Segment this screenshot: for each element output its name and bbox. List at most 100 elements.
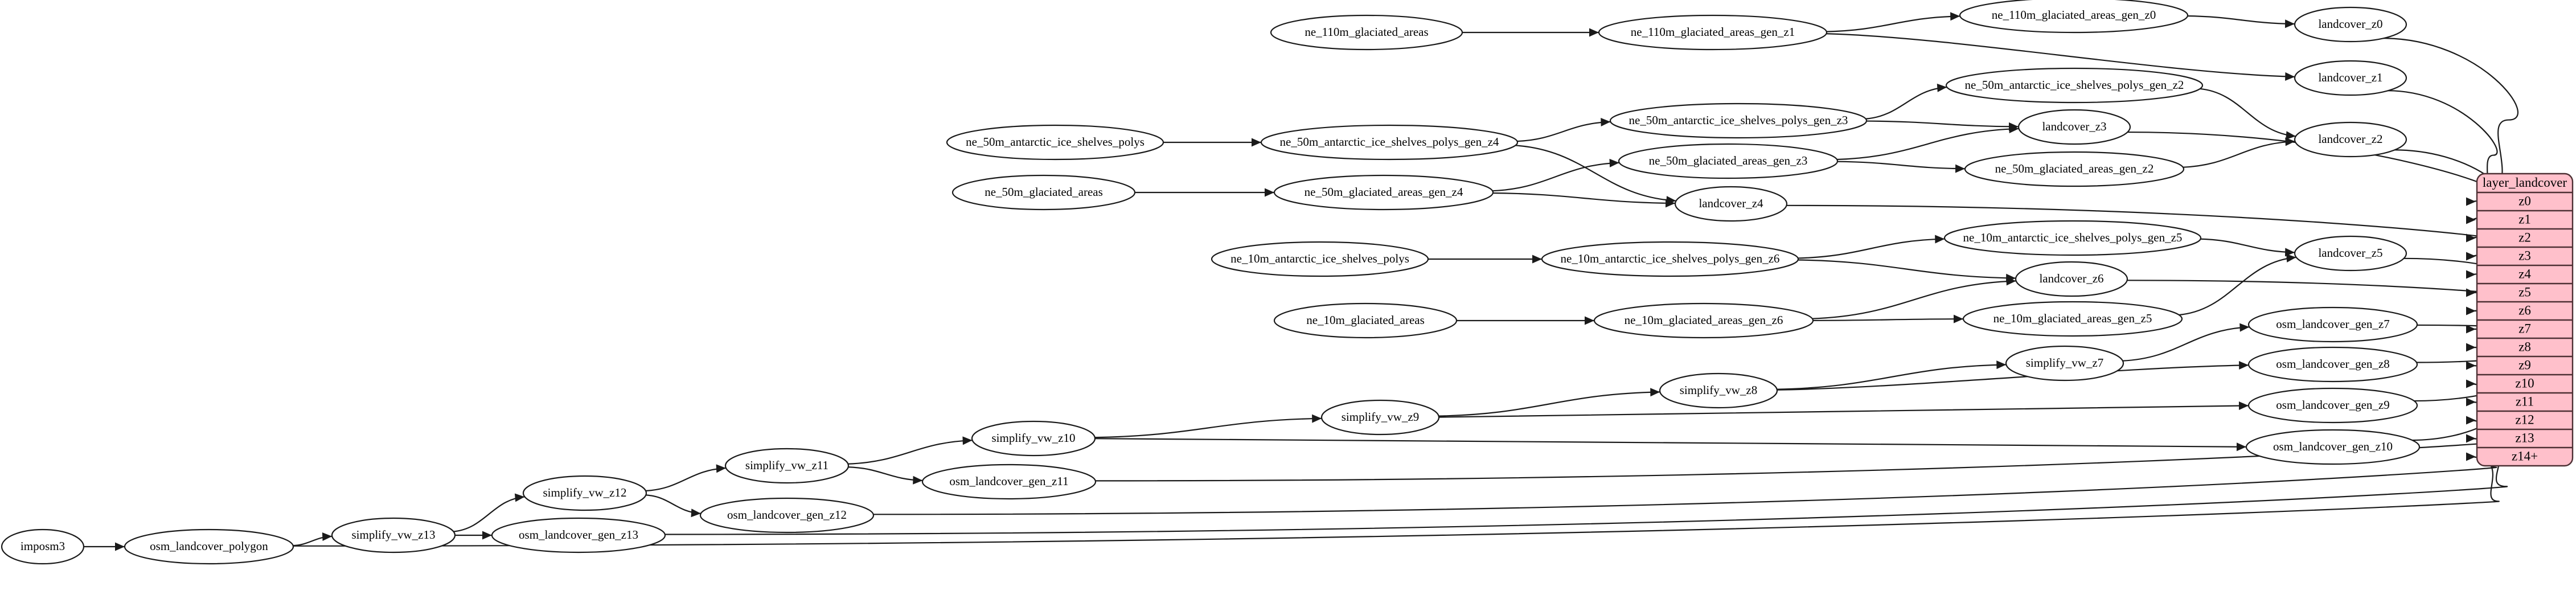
record-row-z1[interactable]: z1 [2518, 212, 2531, 226]
edge-arrowhead [322, 532, 333, 542]
graph-node-ne_10m_glaciated_areas_gen_z5[interactable]: ne_10m_glaciated_areas_gen_z5 [1962, 301, 2183, 337]
edge-path [1514, 145, 1676, 202]
edge-arrowhead [2466, 233, 2476, 243]
edge-arrowhead [2285, 72, 2295, 81]
record-row-z8[interactable]: z8 [2518, 339, 2531, 354]
graph-node-osm_landcover_gen_z8[interactable]: osm_landcover_gen_z8 [2247, 346, 2418, 383]
node-label: landcover_z3 [2042, 120, 2106, 133]
graph-node-osm_landcover_gen_z11[interactable]: osm_landcover_gen_z11 [921, 464, 1097, 500]
record-row-z14p[interactable]: z14+ [2512, 449, 2538, 463]
graph-edge-simplify_vw_z7-to-osm_landcover_gen_z7 [2122, 323, 2250, 362]
graph-node-simplify_vw_z9[interactable]: simplify_vw_z9 [1320, 399, 1440, 436]
graph-edge-simplify_vw_z10-to-simplify_vw_z9 [1094, 414, 1322, 438]
graph-edge-simplify_vw_z11-to-simplify_vw_z10 [847, 436, 973, 465]
graph-node-landcover_z2[interactable]: landcover_z2 [2294, 121, 2407, 158]
graph-node-imposm3[interactable]: imposm3 [1, 528, 85, 565]
graph-node-landcover_z6[interactable]: landcover_z6 [2015, 261, 2128, 297]
edge-path [847, 440, 973, 465]
edge-path [1864, 87, 1947, 120]
graph-node-ne_50m_antarctic_ice_shelves_polys_gen_z4[interactable]: ne_50m_antarctic_ice_shelves_polys_gen_z… [1260, 124, 1519, 161]
edge-arrowhead [2239, 361, 2249, 370]
graph-node-simplify_vw_z10[interactable]: simplify_vw_z10 [971, 420, 1096, 457]
record-row-z2[interactable]: z2 [2518, 230, 2531, 244]
graph-node-osm_landcover_gen_z12[interactable]: osm_landcover_gen_z12 [699, 497, 875, 534]
graph-node-simplify_vw_z13[interactable]: simplify_vw_z13 [331, 517, 456, 553]
graph-node-ne_10m_antarctic_ice_shelves_polys[interactable]: ne_10m_antarctic_ice_shelves_polys [1211, 241, 1429, 277]
graph-node-ne_50m_glaciated_areas_gen_z3[interactable]: ne_50m_glaciated_areas_gen_z3 [1618, 143, 1839, 179]
node-ellipse [2015, 261, 2128, 297]
graph-node-ne_50m_glaciated_areas[interactable]: ne_50m_glaciated_areas [951, 174, 1136, 211]
graph-node-ne_50m_antarctic_ice_shelves_polys_gen_z3[interactable]: ne_50m_antarctic_ice_shelves_polys_gen_z… [1609, 102, 1868, 139]
graph-node-ne_10m_glaciated_areas_gen_z6[interactable]: ne_10m_glaciated_areas_gen_z6 [1593, 302, 1814, 339]
graph-node-simplify_vw_z11[interactable]: simplify_vw_z11 [724, 448, 850, 484]
edge-arrowhead [2466, 252, 2476, 261]
record-row-z12[interactable]: z12 [2515, 412, 2534, 427]
graph-node-ne_10m_antarctic_ice_shelves_polys_gen_z5[interactable]: ne_10m_antarctic_ice_shelves_polys_gen_z… [1943, 220, 2202, 256]
record-row-z5[interactable]: z5 [2518, 285, 2531, 299]
graph-edge-simplify_vw_z10-to-osm_landcover_gen_z10 [1094, 438, 2247, 452]
node-label: landcover_z0 [2318, 17, 2382, 31]
edge-arrowhead [2466, 397, 2476, 407]
graph-node-ne_10m_glaciated_areas[interactable]: ne_10m_glaciated_areas [1273, 302, 1458, 339]
node-label: osm_landcover_gen_z8 [2276, 357, 2389, 371]
graph-node-landcover_z3[interactable]: landcover_z3 [2017, 109, 2131, 145]
edge-arrowhead [2466, 361, 2476, 370]
edge-path [1825, 15, 1960, 32]
graph-node-ne_110m_glaciated_areas_gen_z0[interactable]: ne_110m_glaciated_areas_gen_z0 [1959, 0, 2189, 34]
edge-arrowhead [1996, 360, 2007, 370]
edge-path [847, 466, 923, 481]
record-row-z3[interactable]: z3 [2518, 248, 2531, 263]
record-row-z6[interactable]: z6 [2518, 303, 2531, 317]
node-label: ne_110m_glaciated_areas [1305, 25, 1428, 39]
node-ellipse [921, 464, 1097, 500]
record-row-z10[interactable]: z10 [2515, 376, 2534, 390]
record-node-layer_landcover[interactable]: layer_landcoverz0z1z2z3z4z5z6z7z8z9z10z1… [2476, 173, 2574, 467]
record-row-z9[interactable]: z9 [2518, 358, 2531, 372]
graph-node-landcover_z0[interactable]: landcover_z0 [2294, 6, 2407, 43]
edge-path [2181, 141, 2295, 168]
edge-path [1776, 364, 2249, 391]
record-row-z0[interactable]: z0 [2518, 194, 2531, 208]
graph-node-landcover_z1[interactable]: landcover_z1 [2294, 60, 2407, 96]
graph-edge-imposm3-to-osm_landcover_polygon [83, 542, 125, 551]
edge-arrowhead [1532, 255, 1542, 264]
graph-node-ne_110m_glaciated_areas[interactable]: ne_110m_glaciated_areas [1270, 14, 1463, 51]
node-ellipse [2245, 429, 2421, 465]
graph-edge-ne_50m_glaciated_areas-to-ne_50m_glaciated_areas_gen_z4 [1134, 188, 1274, 197]
node-label: osm_landcover_gen_z12 [727, 508, 847, 522]
graph-node-simplify_vw_z7[interactable]: simplify_vw_z7 [2005, 345, 2124, 382]
node-ellipse [1945, 67, 2204, 104]
graph-node-landcover_z5[interactable]: landcover_z5 [2294, 235, 2407, 272]
graph-node-osm_landcover_gen_z7[interactable]: osm_landcover_gen_z7 [2247, 306, 2418, 343]
graph-node-ne_50m_antarctic_ice_shelves_polys_gen_z2[interactable]: ne_50m_antarctic_ice_shelves_polys_gen_z… [1945, 67, 2204, 104]
graph-node-ne_50m_glaciated_areas_gen_z4[interactable]: ne_50m_glaciated_areas_gen_z4 [1273, 174, 1494, 211]
graph-node-ne_110m_glaciated_areas_gen_z1[interactable]: ne_110m_glaciated_areas_gen_z1 [1598, 14, 1828, 51]
graph-node-simplify_vw_z8[interactable]: simplify_vw_z8 [1659, 372, 1778, 409]
graph-node-osm_landcover_gen_z9[interactable]: osm_landcover_gen_z9 [2247, 387, 2418, 424]
edge-path [1825, 33, 2295, 77]
node-ellipse [971, 420, 1096, 457]
node-ellipse [2005, 345, 2124, 382]
node-ellipse [2294, 6, 2407, 43]
graph-node-landcover_z4[interactable]: landcover_z4 [1674, 186, 1788, 222]
graph-edge-ne_50m_glaciated_areas_gen_z4-to-ne_50m_glaciated_areas_gen_z3 [1491, 158, 1619, 192]
edge-path [1811, 280, 2016, 319]
graph-edge-ne_10m_antarctic_ice_shelves_polys_gen_z6-to-landcover_z6 [1796, 259, 2016, 282]
graph-node-ne_50m_glaciated_areas_gen_z2[interactable]: ne_50m_glaciated_areas_gen_z2 [1964, 151, 2185, 187]
graph-node-ne_50m_antarctic_ice_shelves_polys[interactable]: ne_50m_antarctic_ice_shelves_polys [946, 124, 1164, 161]
record-row-z7[interactable]: z7 [2518, 321, 2531, 335]
graph-node-osm_landcover_polygon[interactable]: osm_landcover_polygon [124, 528, 294, 565]
record-row-z13[interactable]: z13 [2515, 430, 2534, 445]
graph-node-simplify_vw_z12[interactable]: simplify_vw_z12 [522, 475, 647, 511]
record-row-z11[interactable]: z11 [2516, 394, 2534, 408]
graph-edge-ne_10m_glaciated_areas_gen_z6-to-landcover_z6 [1811, 277, 2016, 319]
graph-node-ne_10m_antarctic_ice_shelves_polys_gen_z6[interactable]: ne_10m_antarctic_ice_shelves_polys_gen_z… [1541, 241, 1799, 277]
edge-path [1438, 391, 1660, 417]
graph-node-osm_landcover_gen_z10[interactable]: osm_landcover_gen_z10 [2245, 429, 2421, 465]
node-ellipse [124, 528, 294, 565]
record-row-z4[interactable]: z4 [2518, 266, 2531, 281]
graph-node-osm_landcover_gen_z13[interactable]: osm_landcover_gen_z13 [491, 517, 666, 553]
node-ellipse [1320, 399, 1440, 436]
node-label: osm_landcover_gen_z10 [2273, 440, 2393, 453]
edge-arrowhead [913, 475, 923, 485]
